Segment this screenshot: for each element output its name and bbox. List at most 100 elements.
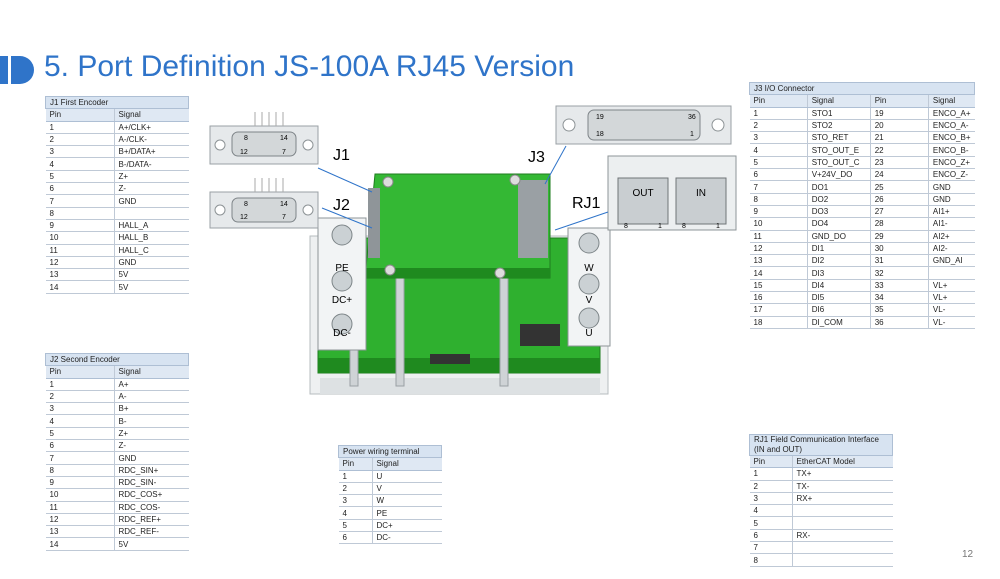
pin-label: 18 <box>596 131 604 138</box>
pin-cell: 25 <box>869 180 929 194</box>
signal-cell: ENCO_A+ <box>927 107 975 120</box>
table-row: 8 <box>45 207 189 220</box>
terminal-label-v: V <box>586 295 593 306</box>
pin-label: 12 <box>240 214 248 221</box>
signal-cell: GND <box>113 194 189 208</box>
column-header: Signal <box>113 365 189 379</box>
signal-cell: B+ <box>113 402 189 416</box>
signal-cell: DI3 <box>806 266 871 280</box>
signal-cell: A+/CLK+ <box>113 121 189 134</box>
column-header: Pin <box>749 455 792 469</box>
callout-rj1: RJ1 <box>572 195 601 212</box>
signal-cell <box>791 553 893 567</box>
signal-cell: RDC_REF+ <box>113 513 189 527</box>
pin-cell: 10 <box>749 217 808 231</box>
signal-cell: DO4 <box>806 217 871 231</box>
rj45-in-port <box>675 177 727 225</box>
signal-cell: V+24V_DO <box>806 168 871 182</box>
callout-arrows <box>317 145 609 231</box>
signal-cell: Z+ <box>113 427 189 441</box>
pin-cell: 7 <box>749 541 792 555</box>
pin-cell: 27 <box>869 205 929 219</box>
signal-cell: GND <box>113 256 189 270</box>
pin-label: 7 <box>282 214 286 221</box>
pin-cell: 13 <box>45 525 114 539</box>
pin-cell: 7 <box>45 194 114 208</box>
pin-cell: 9 <box>749 205 808 219</box>
signal-cell: A-/CLK- <box>113 133 189 147</box>
pin-cell: 8 <box>45 464 114 477</box>
signal-cell: RX+ <box>791 492 893 506</box>
brand-logo <box>0 56 34 84</box>
pin-cell: 14 <box>749 266 808 280</box>
pin-label: 1 <box>658 223 662 230</box>
pin-cell: 6 <box>749 168 808 182</box>
screw <box>494 267 506 279</box>
signal-cell: RDC_SIN- <box>113 476 189 490</box>
signal-cell: Z- <box>113 439 189 453</box>
rj45-out-label: OUT <box>632 188 653 199</box>
signal-cell: RDC_COS+ <box>113 488 189 502</box>
signal-cell: VL+ <box>927 279 975 293</box>
base-edge <box>320 378 600 394</box>
pin-label: 1 <box>716 223 720 230</box>
signal-cell: GND_DO <box>806 230 871 243</box>
terminal-screw <box>331 270 353 292</box>
signal-cell: DI_COM <box>806 316 871 329</box>
column-header: Pin <box>45 108 114 122</box>
pin-label: 7 <box>282 149 286 156</box>
pin-cell: 22 <box>869 143 929 157</box>
pin-cell: 1 <box>749 107 808 120</box>
pin-cell: 14 <box>45 280 114 294</box>
pin-cell: 23 <box>869 156 929 170</box>
pin-label: 8 <box>624 223 628 230</box>
signal-cell: RDC_SIN+ <box>113 464 189 477</box>
pin-header <box>520 324 560 346</box>
arrow-j1 <box>317 167 373 193</box>
signal-cell: DO3 <box>806 205 871 219</box>
table-row: 5 <box>749 516 893 530</box>
signal-cell: RX- <box>791 529 893 543</box>
table-row: 8 <box>749 553 893 567</box>
caption-line: (IN and OUT) <box>754 445 803 454</box>
terminal-screw <box>578 273 600 295</box>
pin-cell: 2 <box>45 133 114 147</box>
pin-label: 14 <box>280 135 288 142</box>
signal-cell: STO_OUT_E <box>806 143 871 157</box>
j3-io-connector <box>555 105 732 145</box>
pin-label: 12 <box>240 149 248 156</box>
pin-cell: 5 <box>45 170 114 184</box>
signal-cell: A- <box>113 390 189 404</box>
signal-cell: AI2- <box>927 242 975 256</box>
signal-cell: TX- <box>791 480 893 493</box>
callout-j1: J1 <box>333 147 350 164</box>
page-number: 12 <box>962 549 974 560</box>
pin-cell: 1 <box>45 121 114 134</box>
rj1-field-communication-table: RJ1 Field Communication Interface(IN and… <box>749 434 893 567</box>
product-illustration: PE DC+ DC- W V U 8 14 12 7 8 14 12 7 19 … <box>209 105 737 395</box>
power-board-edge <box>318 358 600 373</box>
pin-cell: 1 <box>45 378 114 391</box>
arrow-j3 <box>544 145 567 185</box>
pin-cell: 9 <box>45 476 114 490</box>
pin-cell: 13 <box>45 268 114 282</box>
column-header: Pin <box>338 457 372 471</box>
pin-cell: 3 <box>749 131 808 145</box>
signal-cell <box>791 516 893 530</box>
